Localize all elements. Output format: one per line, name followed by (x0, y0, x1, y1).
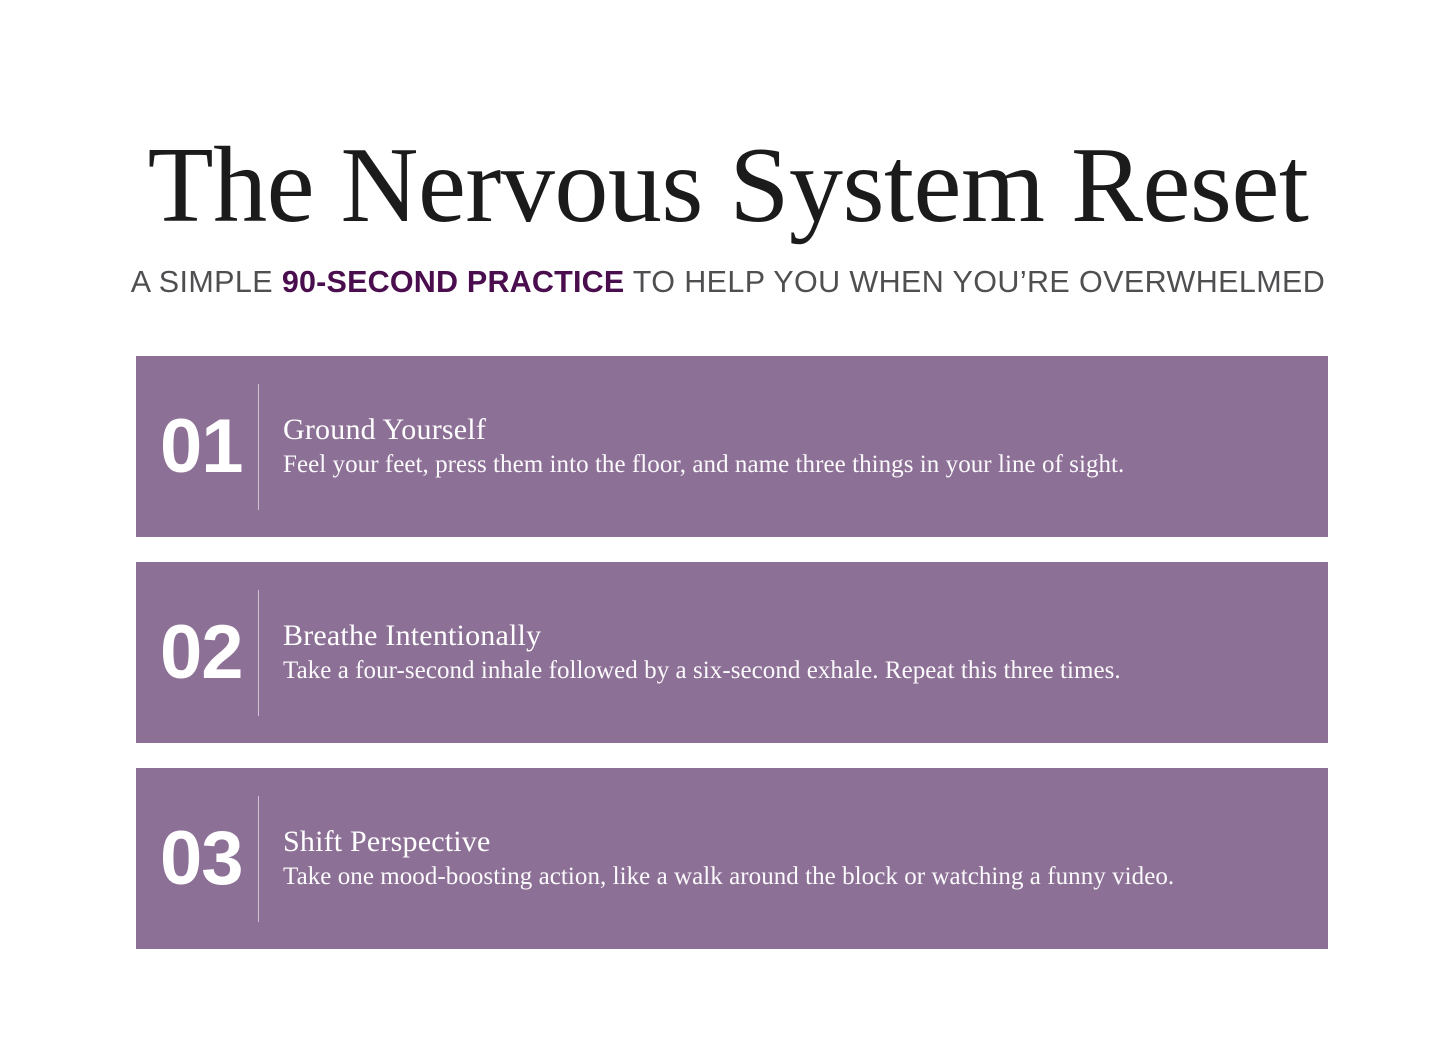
steps-list: 01 Ground Yourself Feel your feet, press… (136, 356, 1328, 949)
step-body-02: Take a four-second inhale followed by a … (283, 657, 1121, 685)
step-card-01: 01 Ground Yourself Feel your feet, press… (136, 356, 1328, 537)
step-number-02: 02 (160, 609, 244, 695)
step-heading-01: Ground Yourself (283, 413, 487, 447)
step-divider-02 (258, 589, 259, 716)
subtitle-text-before: A SIMPLE (130, 265, 282, 299)
page-title: The Nervous System Reset (147, 126, 1309, 245)
step-body-03: Take one mood-boosting action, like a wa… (283, 863, 1175, 891)
step-card-02: 02 Breathe Intentionally Take a four-sec… (136, 562, 1328, 743)
subtitle-accent-text: 90-SECOND PRACTICE (281, 265, 625, 299)
step-text-block-01: Ground Yourself Feel your feet, press th… (259, 411, 1328, 482)
step-number-03: 03 (160, 815, 244, 901)
step-heading-03: Shift Perspective (283, 825, 491, 859)
step-card-03: 03 Shift Perspective Take one mood-boost… (136, 768, 1328, 949)
step-divider-01 (258, 383, 259, 510)
step-divider-03 (258, 795, 259, 922)
step-text-block-02: Breathe Intentionally Take a four-second… (259, 617, 1328, 688)
step-body-01: Feel your feet, press them into the floo… (283, 451, 1125, 479)
poster-header: The Nervous System Reset A SIMPLE 90-SEC… (0, 0, 1456, 300)
step-number-01: 01 (160, 403, 244, 489)
poster-subtitle: A SIMPLE 90-SECOND PRACTICE TO HELP YOU … (64, 240, 1392, 300)
step-text-block-03: Shift Perspective Take one mood-boosting… (259, 823, 1328, 894)
subtitle-text-after: TO HELP YOU WHEN YOU’RE OVERWHELMED (624, 265, 1326, 299)
step-heading-02: Breathe Intentionally (283, 619, 542, 653)
